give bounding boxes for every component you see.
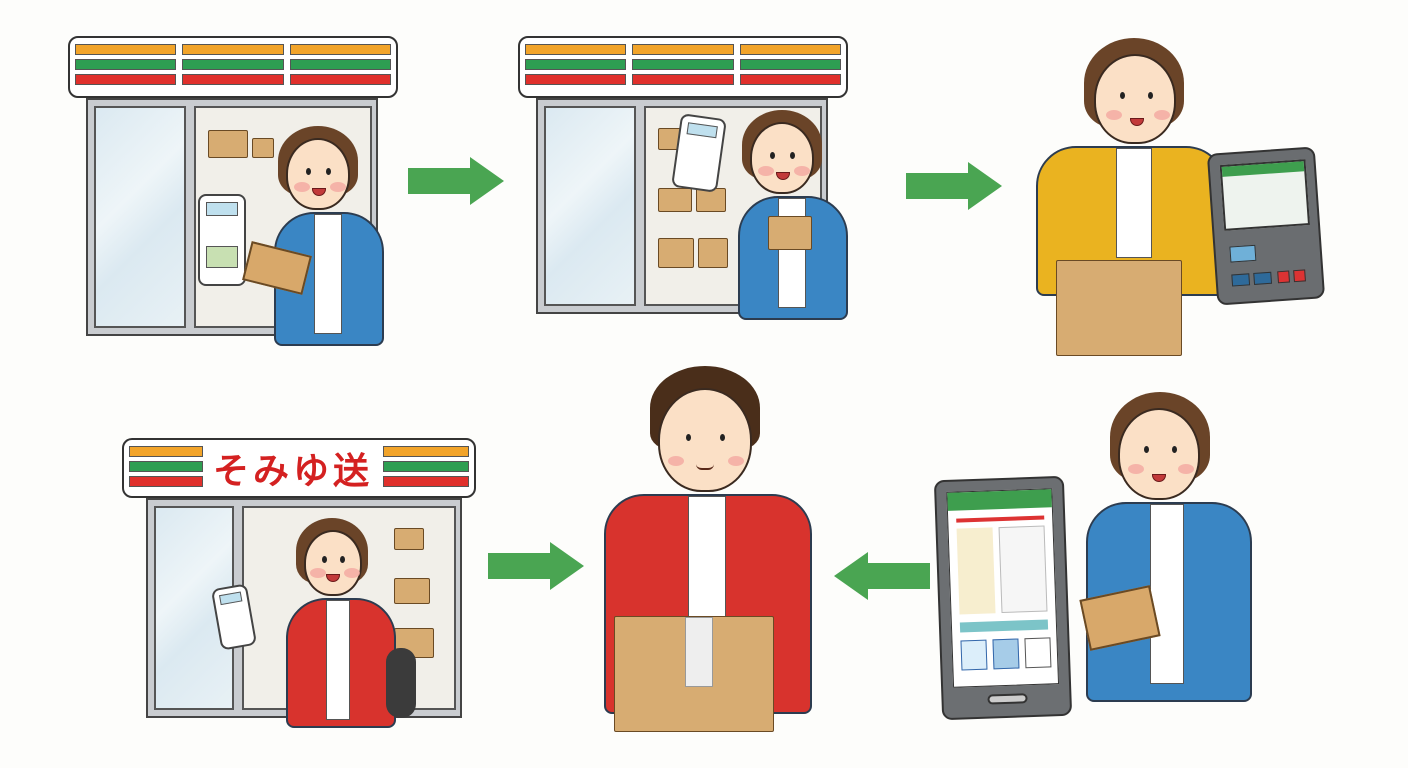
arrow-right-icon bbox=[488, 542, 584, 590]
store-sign: そみゆ送 bbox=[122, 438, 476, 498]
parcel-box-icon bbox=[208, 130, 248, 158]
arrow-right-icon bbox=[906, 162, 1002, 210]
awning-stripes bbox=[289, 44, 391, 90]
tablet-device-icon bbox=[933, 475, 1073, 721]
kiosk-terminal-icon bbox=[198, 194, 246, 286]
parcel-box-icon bbox=[768, 216, 812, 250]
store-sign-text: そみゆ送 bbox=[212, 451, 373, 492]
panel-3-packing bbox=[1016, 38, 1346, 358]
payment-terminal-icon bbox=[1206, 146, 1326, 306]
panel-6-tablet bbox=[933, 392, 1258, 732]
arrow-right-icon bbox=[408, 157, 504, 205]
panel-5-man-box bbox=[596, 366, 812, 738]
parcel-box-icon bbox=[1056, 260, 1182, 356]
parcel-box-icon bbox=[252, 138, 274, 158]
panel-4-store-payment: そみゆ送 bbox=[122, 438, 478, 748]
glass-door bbox=[94, 106, 186, 328]
panel-1-store bbox=[68, 36, 400, 346]
woman-blue-jacket bbox=[268, 126, 388, 346]
awning-stripes bbox=[75, 44, 177, 90]
parcel-box-icon bbox=[614, 616, 774, 732]
shoulder-bag-icon bbox=[386, 648, 416, 718]
awning-stripes bbox=[182, 44, 284, 90]
arrow-left-icon bbox=[834, 552, 930, 600]
woman-blue-jacket bbox=[1086, 392, 1256, 722]
store-awning bbox=[68, 36, 398, 98]
glass-door bbox=[544, 106, 636, 306]
woman-red-jacket bbox=[278, 518, 418, 744]
store-awning bbox=[518, 36, 848, 98]
panel-2-store bbox=[518, 36, 850, 336]
packing-tape bbox=[685, 617, 713, 687]
